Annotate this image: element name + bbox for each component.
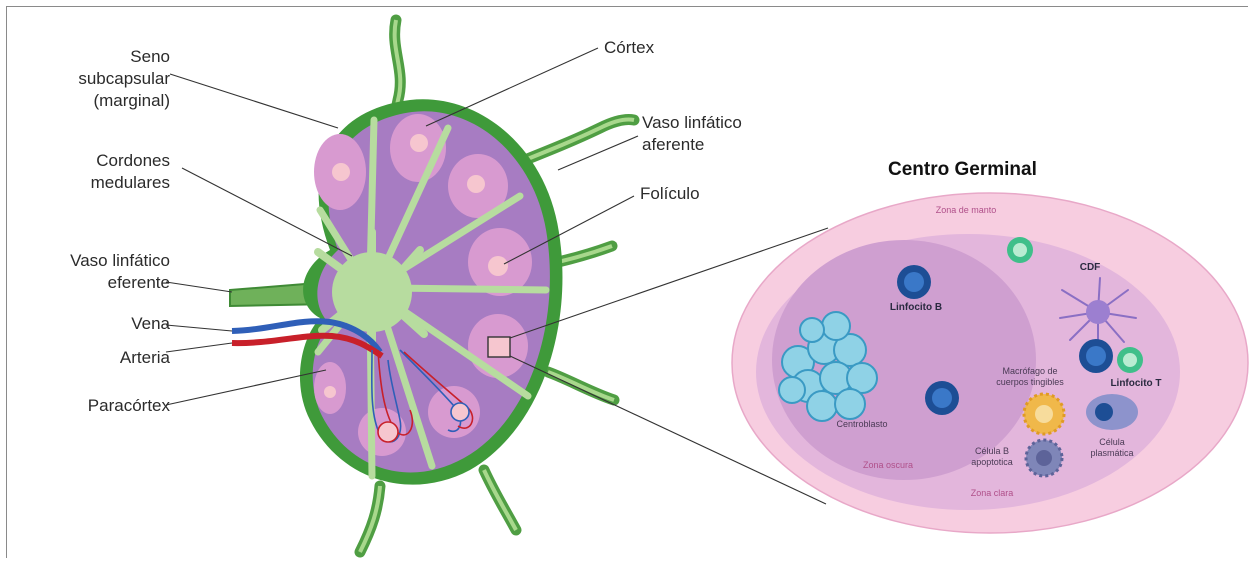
- label-seno-2: subcapsular: [78, 69, 170, 88]
- plasmatica-label-1: Célula: [1099, 437, 1125, 447]
- left-labels: Seno subcapsular (marginal) Cordones med…: [70, 47, 170, 415]
- label-arteria: Arteria: [120, 348, 171, 367]
- label-seno-3: (marginal): [93, 91, 170, 110]
- lymph-node: [230, 20, 634, 552]
- b-lymphocyte: [897, 265, 931, 299]
- celula-b-label-1: Célula B: [975, 446, 1009, 456]
- macrofago-label-2: cuerpos tingibles: [996, 377, 1064, 387]
- label-seno-1: Seno: [130, 47, 170, 66]
- green-cell: [1007, 237, 1033, 263]
- label-vena: Vena: [131, 314, 170, 333]
- label-vaso-eferente-2: eferente: [108, 273, 170, 292]
- plasmatica-label-2: plasmática: [1090, 448, 1133, 458]
- germinal-center-title: Centro Germinal: [888, 159, 1037, 180]
- label-cordones-2: medulares: [91, 173, 170, 192]
- plasma-cell: [1086, 394, 1138, 430]
- macrofago-label-1: Macrófago de: [1002, 366, 1057, 376]
- centroblasto-label: Centroblasto: [836, 419, 887, 429]
- linfocito-t-label: Linfocito T: [1110, 378, 1161, 389]
- label-vaso-aferente-2: aferente: [642, 135, 704, 154]
- macrophage: [1024, 394, 1064, 434]
- label-cordones-1: Cordones: [96, 151, 170, 170]
- apoptotic-b-cell: [1026, 440, 1062, 476]
- zona-oscura-label: Zona oscura: [863, 460, 913, 470]
- label-cortex: Córtex: [604, 38, 655, 57]
- cdf-label: CDF: [1080, 262, 1101, 273]
- linfocito-b-label: Linfocito B: [890, 302, 942, 313]
- zoom-box: [488, 337, 510, 357]
- label-vaso-aferente-1: Vaso linfático: [642, 113, 742, 132]
- germinal-center: Zona de manto Zona oscura Zona clara Cen…: [732, 193, 1248, 533]
- b-lymphocyte-2: [925, 381, 959, 415]
- celula-b-label-2: apoptotica: [971, 457, 1013, 467]
- label-vaso-eferente-1: Vaso linfático: [70, 251, 170, 270]
- zona-manto-label: Zona de manto: [936, 205, 997, 215]
- zona-clara-label: Zona clara: [971, 488, 1014, 498]
- label-paracortex: Paracórtex: [88, 396, 171, 415]
- label-foliculo: Folículo: [640, 184, 700, 203]
